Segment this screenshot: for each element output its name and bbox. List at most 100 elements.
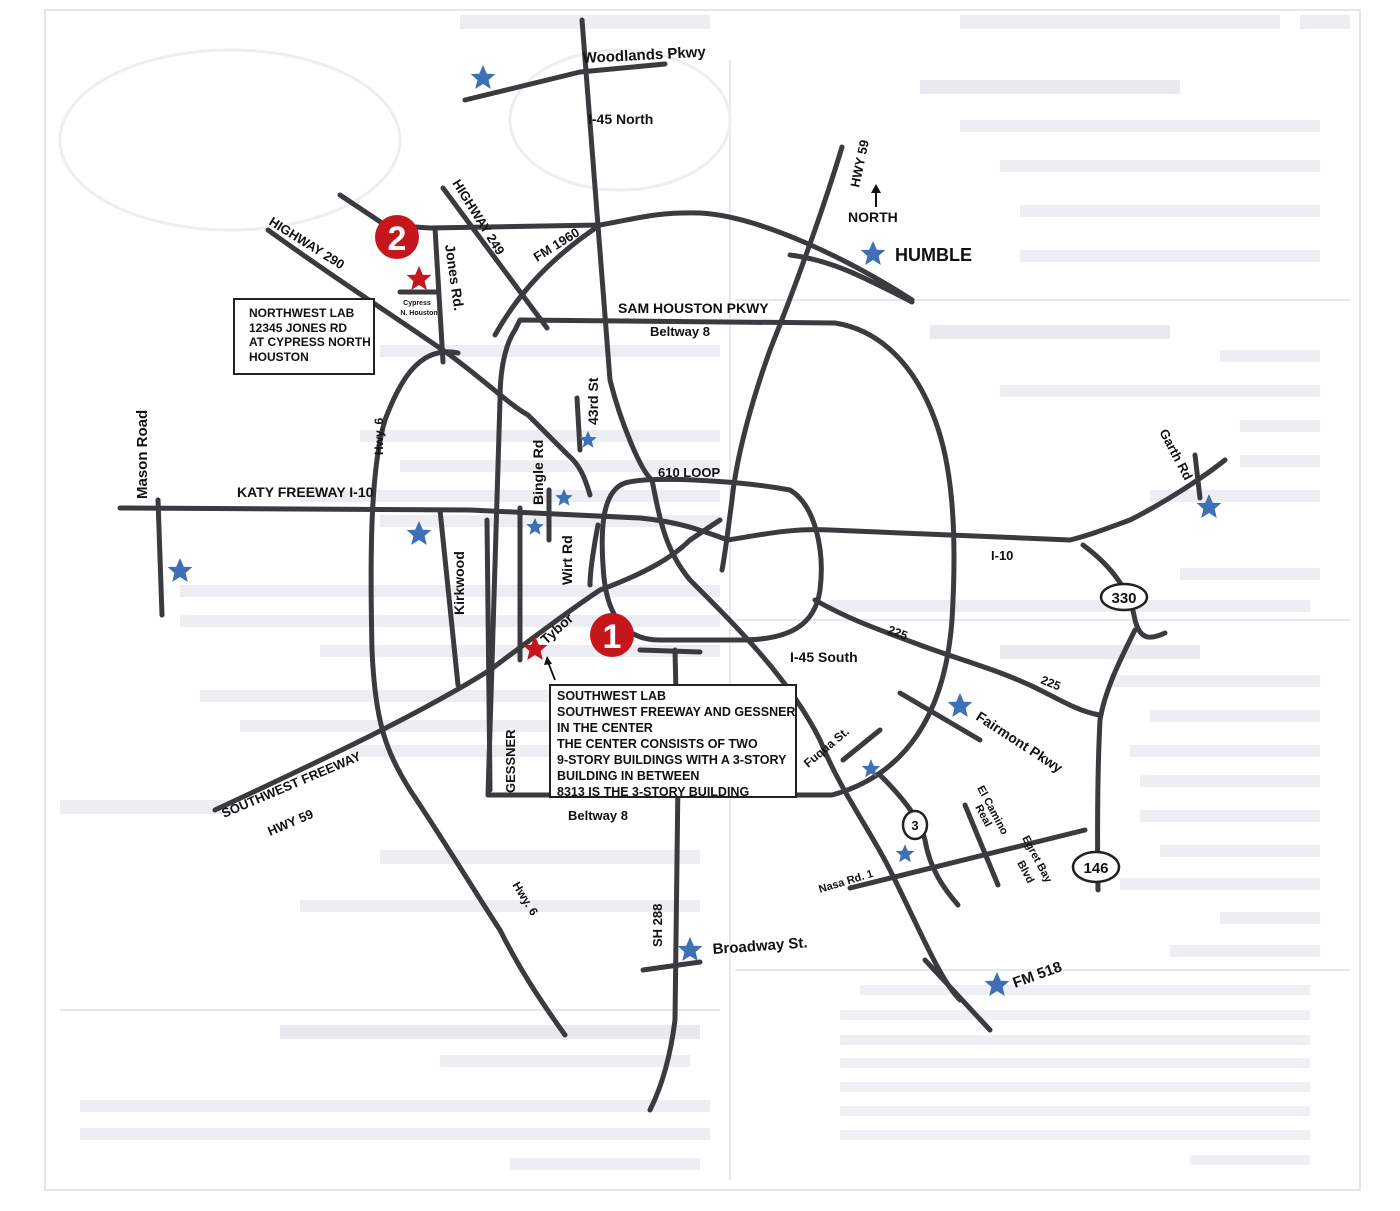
shield-330-label: 330 bbox=[1111, 590, 1136, 607]
label-225-a: 225 bbox=[886, 623, 910, 643]
southwest-lab-line: 8313 IS THE 3-STORY BUILDING bbox=[557, 785, 750, 799]
southwest-lab-line: THE CENTER CONSISTS OF TWO bbox=[557, 737, 758, 751]
label-jones-rd: Jones Rd. bbox=[442, 243, 467, 311]
label-i45-north: I-45 North bbox=[588, 111, 653, 127]
fm-1960-west bbox=[492, 222, 603, 338]
broadway-st bbox=[640, 959, 703, 973]
northwest-lab-line: 12345 JONES RD bbox=[249, 320, 348, 335]
label-nasa-rd1: Nasa Rd. 1 bbox=[817, 868, 874, 896]
star-blue-fairmont bbox=[947, 693, 973, 717]
sh-146 bbox=[1095, 627, 1138, 893]
label-katy-freeway: KATY FREEWAY I-10 bbox=[237, 484, 374, 500]
label-610-loop: 610 LOOP bbox=[658, 465, 720, 480]
northwest-lab-line: AT CYPRESS NORTH bbox=[249, 335, 371, 349]
label-north: NORTH bbox=[848, 209, 898, 225]
mason-road bbox=[155, 497, 165, 618]
shield-330 bbox=[1099, 582, 1149, 612]
jones-rd bbox=[432, 225, 446, 365]
label-highway290: HIGHWAY 290 bbox=[266, 214, 347, 272]
route-shields: 330 146 3 bbox=[901, 582, 1149, 884]
label-i45-south: I-45 South bbox=[790, 649, 858, 665]
fuqua-st bbox=[840, 727, 883, 763]
southwest-lab-line: BUILDING IN BETWEEN bbox=[557, 769, 700, 783]
label-hwy59-sw: HWY 59 bbox=[265, 806, 315, 839]
shield-3-label: 3 bbox=[911, 818, 918, 833]
lab-marker-1 bbox=[590, 613, 634, 657]
fm-1960 bbox=[337, 192, 915, 303]
label-bingle-rd: Bingle Rd bbox=[530, 440, 546, 505]
label-sam-houston: SAM HOUSTON PKWY bbox=[618, 300, 769, 316]
label-kirkwood: Kirkwood bbox=[451, 551, 467, 615]
label-hwy59: HWY 59 bbox=[847, 138, 872, 188]
southwest-lab-box: SOUTHWEST LAB SOUTHWEST FREEWAY AND GESS… bbox=[549, 684, 797, 799]
sh-225 bbox=[812, 597, 1103, 718]
nasa-rd-1 bbox=[847, 827, 1088, 891]
label-43rd-st: 43rd St bbox=[585, 377, 601, 425]
southwest-lab-line: SOUTHWEST FREEWAY AND GESSNER bbox=[557, 705, 796, 719]
kirkwood bbox=[437, 507, 461, 688]
southwest-lab-line: SOUTHWEST LAB bbox=[557, 689, 667, 703]
fm-518 bbox=[922, 957, 993, 1033]
woodlands-pkwy bbox=[462, 61, 668, 103]
sh-288-link bbox=[637, 647, 703, 655]
610-loop bbox=[599, 477, 824, 643]
label-hwy6-south: Hwy. 6 bbox=[509, 879, 541, 918]
tybor-arrow bbox=[544, 656, 556, 681]
label-beltway8-top: Beltway 8 bbox=[650, 324, 710, 339]
fairmont-pkwy bbox=[897, 690, 983, 743]
el-camino-real bbox=[962, 802, 1001, 888]
label-broadway: Broadway St. bbox=[712, 934, 808, 958]
star-blue-humble bbox=[860, 241, 886, 265]
lab-marker-2-label: 2 bbox=[388, 220, 407, 258]
lab-markers: 2 1 bbox=[375, 215, 634, 657]
label-mason-road: Mason Road bbox=[134, 410, 151, 499]
shield-146 bbox=[1071, 850, 1121, 884]
sh-330 bbox=[1080, 542, 1168, 640]
label-fuqua: Fuqua St. bbox=[801, 724, 852, 770]
label-beltway8-bottom: Beltway 8 bbox=[568, 808, 628, 823]
lab-marker-1-label: 1 bbox=[603, 618, 622, 656]
southwest-lab-line: IN THE CENTER bbox=[557, 721, 653, 735]
label-sh288: SH 288 bbox=[650, 904, 665, 947]
label-wirt-rd: Wirt Rd bbox=[559, 535, 575, 585]
shield-146-label: 146 bbox=[1083, 860, 1108, 877]
katy-freeway-i10 bbox=[117, 457, 1228, 543]
beltway-8 bbox=[485, 317, 957, 798]
label-fairmont: Fairmont Pkwy bbox=[973, 708, 1065, 776]
shield-3 bbox=[901, 809, 929, 841]
southwest-lab-line: 9-STORY BUILDINGS WITH A 3-STORY bbox=[557, 753, 787, 767]
label-woodlands-pkwy: Woodlands Pkwy bbox=[582, 44, 706, 67]
label-hwy6-west: Hwy. 6 bbox=[372, 418, 386, 455]
i-45 bbox=[579, 17, 963, 1003]
label-cypress: Cypress bbox=[403, 300, 431, 307]
label-i10: I-10 bbox=[991, 548, 1013, 563]
garth-rd bbox=[1192, 452, 1203, 501]
northwest-lab-box: NORTHWEST LAB 12345 JONES RD AT CYPRESS … bbox=[233, 298, 375, 375]
hwy-59-north bbox=[719, 144, 845, 573]
label-garth-rd: Garth Rd bbox=[1156, 426, 1195, 482]
star-blue-mason bbox=[167, 558, 193, 582]
fm-3 bbox=[877, 772, 961, 908]
star-blue-woodlands bbox=[470, 65, 496, 89]
label-gessner: GESSNER bbox=[503, 729, 518, 793]
star-blue-broadway bbox=[677, 937, 703, 961]
highway-290 bbox=[265, 227, 593, 498]
background-form bbox=[44, 9, 1361, 1191]
north-arrow bbox=[871, 184, 881, 207]
hwy-6 bbox=[368, 349, 568, 1038]
northwest-lab-line: NORTHWEST LAB bbox=[249, 306, 355, 320]
highway-249 bbox=[440, 185, 550, 331]
43rd-st bbox=[574, 395, 583, 453]
sh-288 bbox=[647, 647, 681, 1113]
gessner bbox=[484, 517, 493, 793]
southwest-freeway bbox=[212, 517, 723, 813]
label-humble: HUMBLE bbox=[895, 245, 972, 265]
star-blue-nasa bbox=[895, 844, 915, 863]
northwest-lab-line: HOUSTON bbox=[249, 349, 309, 364]
label-n-houston: N. Houston bbox=[400, 310, 437, 317]
lab-marker-2 bbox=[375, 215, 419, 259]
roads bbox=[117, 17, 1228, 1113]
label-southwest-freeway: SOUTHWEST FREEWAY bbox=[219, 748, 363, 820]
humble-road bbox=[787, 252, 915, 305]
